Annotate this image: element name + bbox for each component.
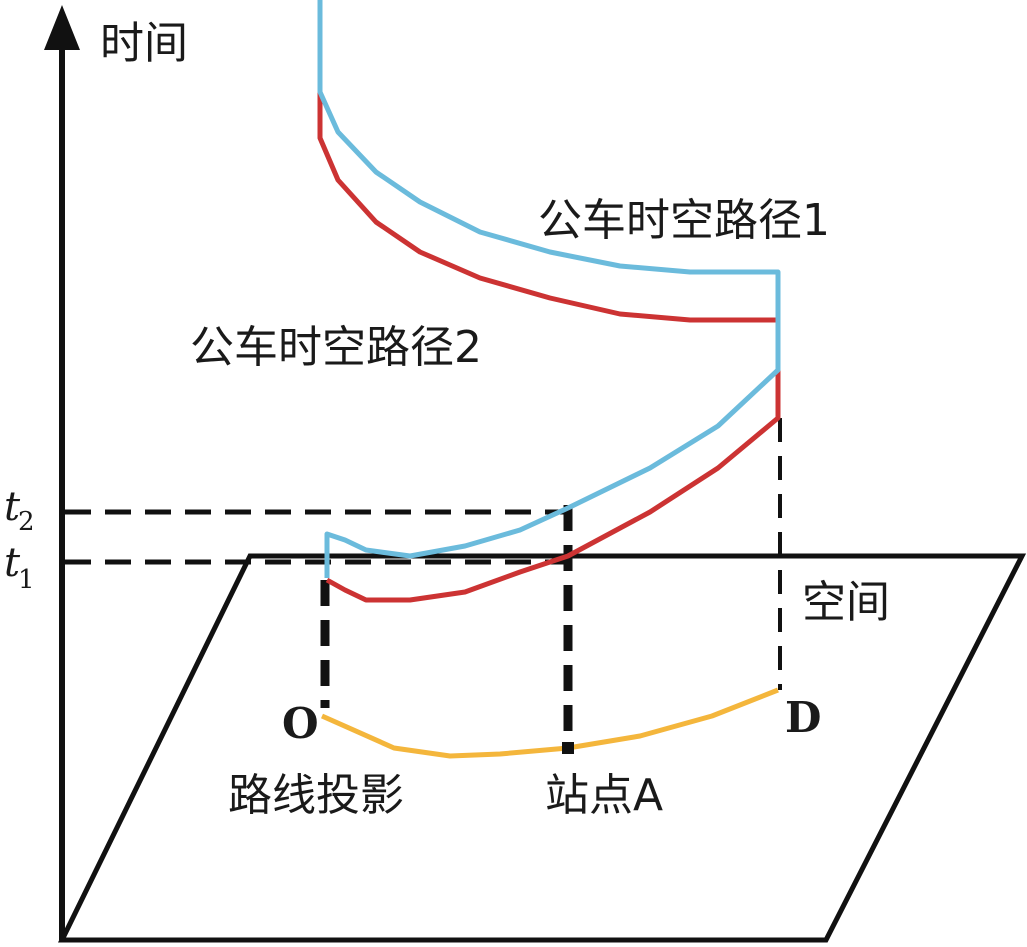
space-label: 空间 [802,577,890,628]
time-axis-label: 时间 [100,18,188,69]
t1-label: t [4,540,21,586]
bus-path-2-label: 公车时空路径2 [190,322,482,373]
station-a-marker [562,742,574,754]
origin-label: O [282,699,319,748]
time-axis-arrowhead [44,5,80,50]
route-projection-label: 路线投影 [228,770,404,821]
route-projection-curve [320,687,779,759]
t1-subscript: 1 [18,565,35,595]
bus-path-1-label: 公车时空路径1 [538,195,830,246]
t2-label: t [4,484,21,530]
destination-label: D [785,693,821,742]
station-a-label: 站点A [545,770,663,821]
bus-path-1 [317,0,781,578]
space-plane [57,553,1027,943]
t2-subscript: 2 [18,507,35,537]
